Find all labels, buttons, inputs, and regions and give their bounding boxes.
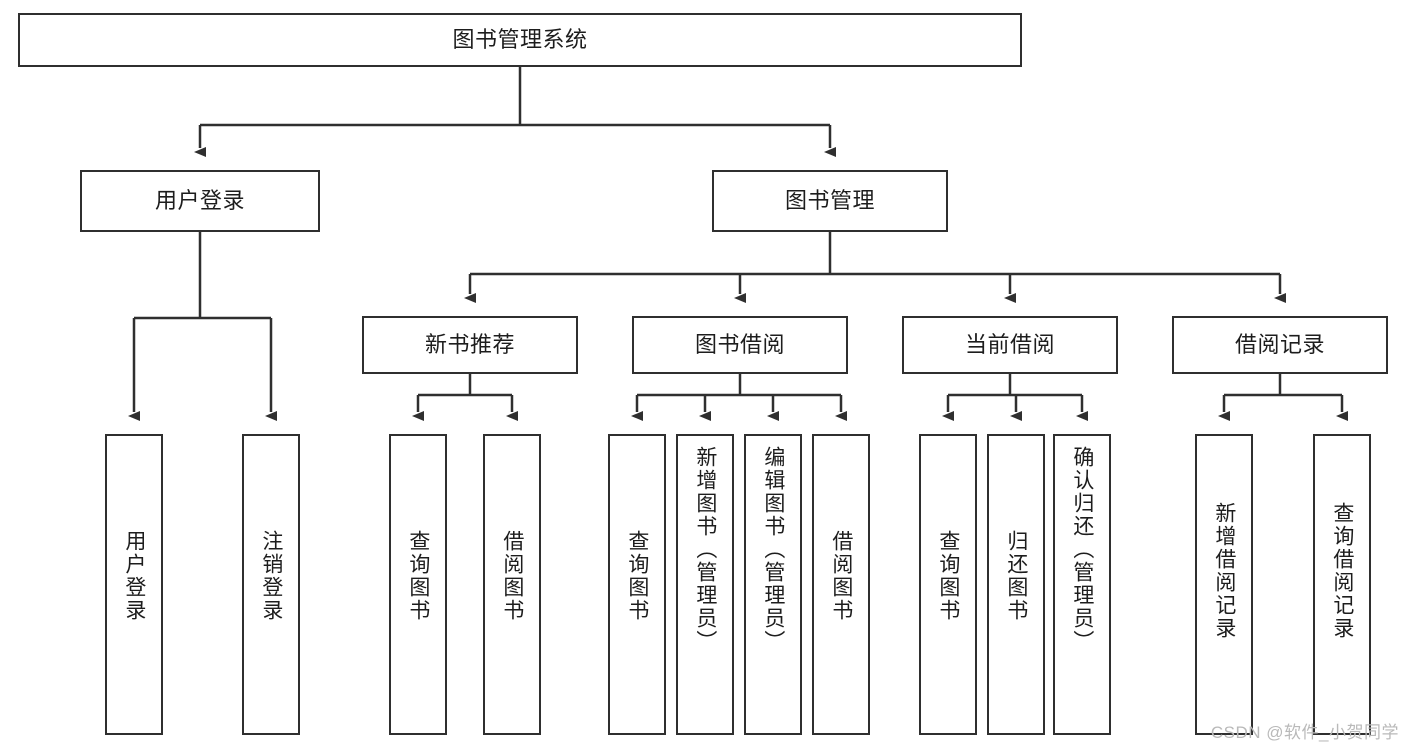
node-root-label: 图书管理系统 xyxy=(452,26,588,52)
leaf-borrow-record-2-label: 查询借阅记录 xyxy=(1330,502,1354,640)
node-book-borrow-label: 图书借阅 xyxy=(694,331,785,357)
leaf-current-borrow-2[interactable]: 归还图书 xyxy=(987,434,1045,735)
leaf-new-book-1-label: 查询图书 xyxy=(406,530,430,622)
leaf-current-borrow-1-label: 查询图书 xyxy=(936,530,960,622)
leaf-borrow-record-2[interactable]: 查询借阅记录 xyxy=(1313,434,1371,735)
leaf-current-borrow-2-label: 归还图书 xyxy=(1004,530,1028,622)
leaf-user-login-2-label: 注销登录 xyxy=(259,530,283,622)
leaf-book-borrow-4-label: 借阅图书 xyxy=(829,530,853,622)
node-new-book[interactable]: 新书推荐 xyxy=(362,316,578,374)
node-current-borrow[interactable]: 当前借阅 xyxy=(902,316,1118,374)
leaf-current-borrow-3-label: 确认归还（管理员） xyxy=(1070,446,1094,653)
node-user-login-label: 用户登录 xyxy=(154,187,245,213)
node-new-book-label: 新书推荐 xyxy=(424,331,515,357)
node-root[interactable]: 图书管理系统 xyxy=(18,13,1022,67)
leaf-book-borrow-3[interactable]: 编辑图书（管理员） xyxy=(744,434,802,735)
node-book-manage[interactable]: 图书管理 xyxy=(712,170,948,232)
leaf-borrow-record-1-label: 新增借阅记录 xyxy=(1212,502,1236,640)
leaf-book-borrow-2[interactable]: 新增图书（管理员） xyxy=(676,434,734,735)
leaf-current-borrow-1[interactable]: 查询图书 xyxy=(919,434,977,735)
watermark-text: CSDN @软件_小贺同学 xyxy=(1210,723,1399,742)
node-current-borrow-label: 当前借阅 xyxy=(964,331,1055,357)
node-user-login[interactable]: 用户登录 xyxy=(80,170,320,232)
leaf-user-login-1-label: 用户登录 xyxy=(122,530,146,622)
leaf-new-book-2-label: 借阅图书 xyxy=(500,530,524,622)
node-book-borrow[interactable]: 图书借阅 xyxy=(632,316,848,374)
leaf-book-borrow-1[interactable]: 查询图书 xyxy=(608,434,666,735)
node-book-manage-label: 图书管理 xyxy=(784,187,875,213)
leaf-new-book-1[interactable]: 查询图书 xyxy=(389,434,447,735)
node-borrow-record[interactable]: 借阅记录 xyxy=(1172,316,1388,374)
leaf-current-borrow-3[interactable]: 确认归还（管理员） xyxy=(1053,434,1111,735)
leaf-user-login-1[interactable]: 用户登录 xyxy=(105,434,163,735)
leaf-book-borrow-4[interactable]: 借阅图书 xyxy=(812,434,870,735)
node-borrow-record-label: 借阅记录 xyxy=(1234,331,1325,357)
leaf-borrow-record-1[interactable]: 新增借阅记录 xyxy=(1195,434,1253,735)
leaf-user-login-2[interactable]: 注销登录 xyxy=(242,434,300,735)
leaf-new-book-2[interactable]: 借阅图书 xyxy=(483,434,541,735)
leaf-book-borrow-3-label: 编辑图书（管理员） xyxy=(761,446,785,653)
leaf-book-borrow-2-label: 新增图书（管理员） xyxy=(693,446,717,653)
leaf-book-borrow-1-label: 查询图书 xyxy=(625,530,649,622)
